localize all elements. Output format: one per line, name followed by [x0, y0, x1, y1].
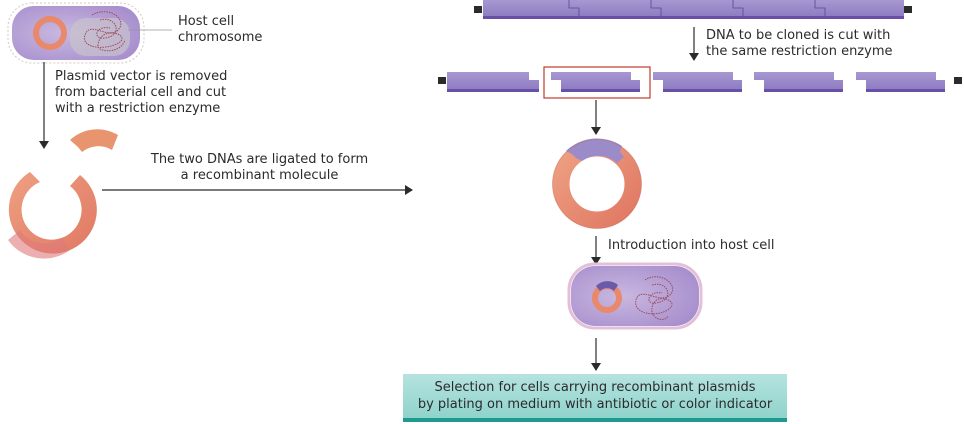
inserted-dna-segment [566, 138, 624, 163]
dna-end-cap-left [438, 77, 446, 84]
recombinant-plasmid [552, 138, 642, 229]
dna-end-cap-right [904, 6, 912, 13]
dna-end-cap-right [954, 77, 962, 84]
dna-fragment [447, 72, 539, 92]
dna-to-clone [474, 0, 912, 19]
plasmid-open-ring [8, 172, 97, 254]
dna-fragment-selected [551, 72, 640, 92]
dna-fragment [856, 72, 945, 92]
label-dna-cut: DNA to be cloned is cut with the same re… [706, 28, 893, 59]
cut-plasmid [8, 129, 118, 259]
dna-fragments [438, 66, 962, 99]
host-cell [7, 2, 172, 64]
selected-fragment-highlight [543, 66, 651, 99]
host-chromosome-icon [84, 11, 126, 52]
label-plasmid-removed: Plasmid vector is removed from bacterial… [55, 69, 228, 116]
label-ligation: The two DNAs are ligated to form a recom… [150, 152, 369, 183]
dna-end-cap-left [474, 6, 482, 13]
plasmid-in-host [33, 16, 67, 50]
selection-step-box: Selection for cells carrying recombinant… [403, 374, 787, 422]
selection-line-1: Selection for cells carrying recombinant… [434, 380, 756, 395]
label-host-chromosome: Host cell chromosome [178, 14, 263, 45]
selection-line-2: by plating on medium with antibiotic or … [417, 397, 773, 412]
dna-fragment [653, 72, 742, 92]
host-chromosome-icon [635, 276, 673, 320]
transformed-host-cell [567, 262, 703, 330]
label-introduction: Introduction into host cell [608, 238, 775, 253]
dna-fragment [754, 72, 843, 92]
plasmid-fragment-small [70, 129, 118, 152]
